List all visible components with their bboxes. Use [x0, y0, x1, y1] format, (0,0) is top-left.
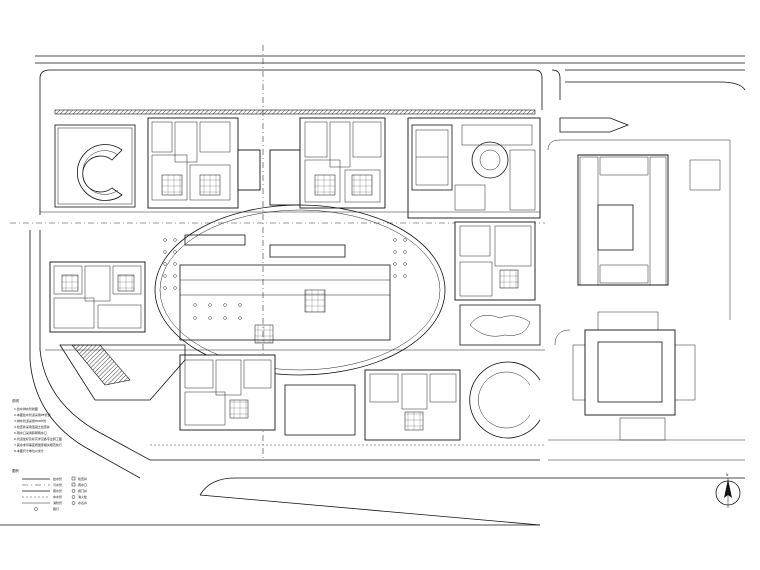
north-label: N: [726, 473, 729, 477]
west-road: [39, 230, 540, 461]
note-item: 6.管道坐标及标高详见各专业施工图: [14, 436, 62, 441]
legend-label: 检查井: [78, 476, 87, 481]
east-road-lower: [548, 329, 745, 461]
symbols-legend: 图例 给水管 污水管 雨水管 中水管 消防管 路灯 检查井 雨水口 阀门井 消火…: [12, 468, 87, 511]
note-item: 8.本图尺寸单位以米计: [14, 448, 44, 453]
west-hatched-zone: [59, 344, 186, 401]
residential-block-east: [454, 221, 536, 301]
legend-label: 雨水口: [78, 482, 87, 487]
south-courtyard: [284, 384, 356, 436]
legend-label: 污水管: [53, 482, 62, 487]
east-building-upper: [577, 154, 669, 286]
note-item: 1.给水排水管线图: [14, 406, 38, 411]
south-boundary: [199, 494, 541, 526]
legend-label: 水表井: [78, 500, 87, 505]
north-road: [35, 55, 746, 215]
central-plaza: [154, 204, 446, 376]
top-right-ramp: [559, 117, 630, 133]
north-boundary-wall: [54, 109, 536, 115]
note-item: 7.其余未尽事宜按国家相关规范执行: [14, 442, 62, 447]
residential-block-north-1: [147, 117, 261, 209]
note-item: 5.雨水口采用砖砌雨水口: [14, 430, 47, 435]
south-road: [199, 477, 745, 496]
south-round-plaza: [469, 361, 541, 439]
north-arrow: N: [715, 473, 741, 508]
clubhouse-complex: [407, 117, 541, 219]
residential-block-south-1: [179, 354, 276, 431]
legend-label: 消防管: [53, 500, 62, 505]
east-building-lower: [572, 311, 696, 441]
notes-heading: 说明: [12, 398, 19, 403]
residential-block-north-2: [269, 117, 386, 209]
legend-label: 给水管: [53, 476, 62, 481]
notes-block: 说明 1.给水排水管线图 2.本图给水管道采用PE管道 3.排水管道采用HDPE…: [12, 398, 62, 453]
legend-label: 消火栓: [78, 494, 87, 499]
east-road-upper: [547, 139, 731, 320]
residential-block-west: [49, 261, 146, 333]
note-item: 4.检查井采用混凝土检查井: [14, 424, 50, 429]
legend-label: 路灯: [53, 506, 59, 511]
note-item: 2.本图给水管道采用PE管道: [14, 412, 51, 417]
legend-label: 阀门井: [78, 488, 87, 493]
tree-grid: [163, 238, 407, 320]
west-road-outer: [29, 230, 141, 479]
note-item: 3.排水管道采用HDPE管: [14, 418, 46, 423]
symbols-heading: 图例: [12, 468, 19, 473]
residential-block-south-2: [364, 369, 461, 441]
legend-label: 中水管: [53, 494, 62, 499]
landscape-pond: [459, 304, 541, 346]
top-left-court: [54, 124, 136, 208]
legend-label: 雨水管: [53, 488, 62, 493]
